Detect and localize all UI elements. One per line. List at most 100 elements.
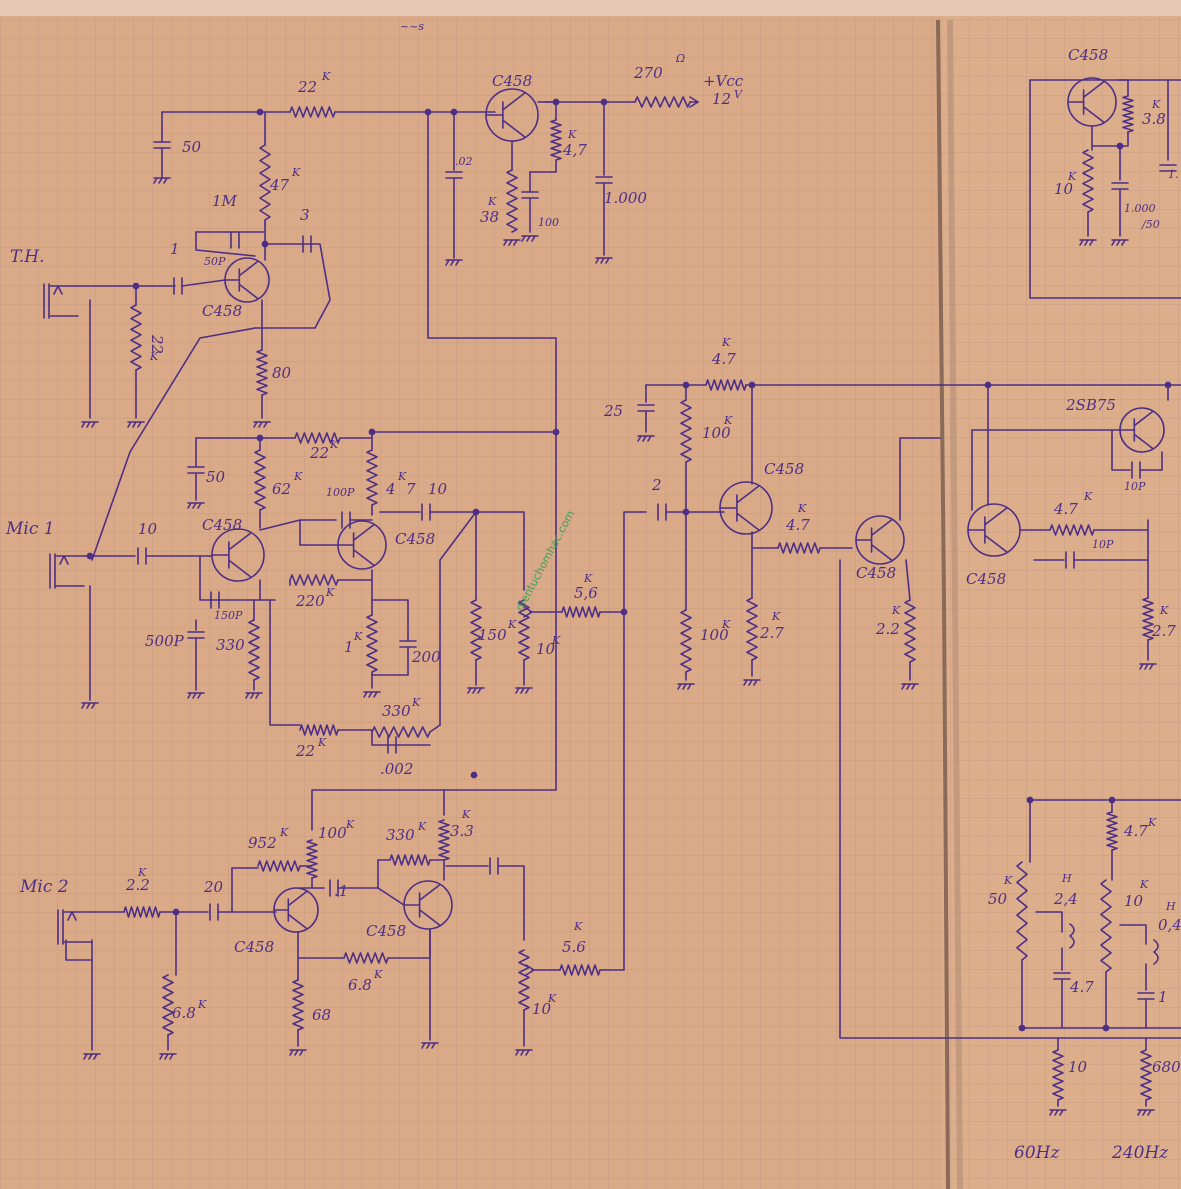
wire — [899, 437, 941, 521]
label-mic1-r330k: 330 — [382, 702, 411, 720]
transistor-leads — [403, 883, 441, 927]
ground-symbol — [1137, 1109, 1155, 1116]
label-mic1-r5k6-unit: K — [583, 572, 593, 585]
resistor — [518, 949, 530, 1011]
transistor-leads — [211, 532, 252, 578]
capacitor — [187, 466, 205, 474]
wire — [497, 865, 525, 941]
resistor — [292, 979, 304, 1031]
label-mic2-r330k-unit: K — [417, 820, 427, 833]
wire — [199, 555, 276, 601]
junction-dot — [1102, 1024, 1110, 1032]
label-right-t3: C458 — [966, 570, 1006, 588]
resistor — [289, 574, 339, 586]
ground-symbol — [153, 177, 171, 184]
resistor — [389, 854, 431, 866]
wire — [429, 724, 441, 733]
capacitor — [1053, 972, 1071, 980]
arrow — [525, 964, 535, 976]
label-right-r2k7-unit: K — [1159, 604, 1169, 617]
ground-symbol — [677, 683, 695, 690]
label-r-80: 80 — [272, 364, 292, 382]
label-r-top: 22 — [297, 78, 317, 96]
label-r-feed-unit: Ω — [675, 52, 685, 65]
wire — [371, 647, 409, 676]
ground-symbol — [81, 702, 99, 709]
resistor — [1049, 524, 1095, 536]
arrow — [523, 606, 533, 618]
resistor — [1140, 1049, 1152, 1101]
label-mic1-pot-unit: K — [551, 634, 561, 647]
junction-dot — [132, 282, 140, 290]
label-r-22k-fb: 22 — [295, 742, 315, 760]
resistor — [680, 609, 692, 673]
label-right-r2k7: 2.7 — [1151, 622, 1176, 640]
resistor — [777, 542, 821, 554]
ground-symbol — [289, 1049, 307, 1056]
label-r-feed: 270 — [633, 64, 663, 82]
resistor — [559, 964, 601, 976]
label-mic1-r330k-unit: K — [411, 696, 421, 709]
ground-symbol — [421, 1042, 439, 1049]
ground-symbol — [445, 259, 463, 266]
resistor — [1052, 1049, 1064, 1101]
resistor — [130, 304, 142, 371]
wire — [337, 729, 373, 736]
label-right-ind24: 2,4 — [1053, 890, 1078, 908]
capacitor — [637, 404, 655, 412]
resistor — [254, 449, 266, 511]
label-mixer-c25: 25 — [603, 402, 623, 420]
label-mixer-r2k2: 2.2 — [875, 620, 900, 638]
label-r-4k7-unit: K — [567, 128, 577, 141]
label-mic2-pot: 10 — [532, 1000, 552, 1018]
label-right-t-top: C458 — [1068, 46, 1108, 64]
resistor — [123, 906, 161, 918]
label-mic2-r6k8-unit: K — [197, 998, 207, 1011]
label-mic2-r5k6: 5.6 — [562, 938, 586, 956]
label-right-ind04: 0,4 — [1158, 916, 1181, 934]
resistor — [561, 606, 601, 618]
junction-dot — [470, 771, 478, 779]
label-r-150k-unit: K — [507, 618, 517, 631]
transistor-leads — [967, 507, 1008, 553]
label-mic1-t2: C458 — [395, 530, 435, 548]
resistor — [306, 839, 318, 879]
label-c-150p: 150P — [214, 609, 243, 622]
junction-dot — [86, 552, 94, 560]
label-c-filter: 1.000 — [604, 189, 647, 207]
resistor — [343, 952, 389, 964]
label-right-r4k7: 4.7 — [1053, 500, 1078, 518]
wire — [377, 887, 405, 906]
label-r-38: 38 — [480, 208, 499, 226]
resistor — [634, 96, 691, 108]
label-mic1-r4k7-suffix: 7 — [406, 480, 416, 498]
label-r-220k: 220 — [295, 592, 325, 610]
label-mic2-r2k2-unit: K — [137, 866, 147, 879]
label-node1: 1 — [170, 240, 180, 258]
label-mixer-r100k-unit: K — [723, 414, 733, 427]
resistor — [294, 432, 341, 444]
ground-symbol — [743, 679, 761, 686]
label-r-47k-unit: K — [291, 166, 301, 179]
label-mic1-pot: 10 — [536, 640, 556, 658]
resistor — [470, 599, 482, 661]
label-mic1-c50: 50 — [206, 468, 226, 486]
resistor — [299, 724, 339, 736]
label-c-100: 100 — [538, 216, 559, 229]
label-right-r4k7-unit: K — [1083, 490, 1093, 503]
label-right-pot50k: 50 — [988, 890, 1008, 908]
label-right-r680: 680 — [1152, 1058, 1181, 1076]
ground-symbol — [187, 692, 205, 699]
ground-symbol — [253, 421, 271, 428]
ground-symbol — [901, 683, 919, 690]
wire — [371, 599, 409, 641]
label-mic2-r68: 68 — [312, 1006, 331, 1024]
label-mic2-r100k: 100 — [318, 824, 347, 842]
label-mic2-r6k8: 6.8 — [172, 1004, 196, 1022]
resistor — [550, 119, 562, 161]
label-right-c47: 4.7 — [1069, 978, 1094, 996]
capacitor — [1137, 992, 1155, 1000]
label-mic2-r100k-unit: K — [345, 818, 355, 831]
resistor — [1122, 95, 1134, 133]
